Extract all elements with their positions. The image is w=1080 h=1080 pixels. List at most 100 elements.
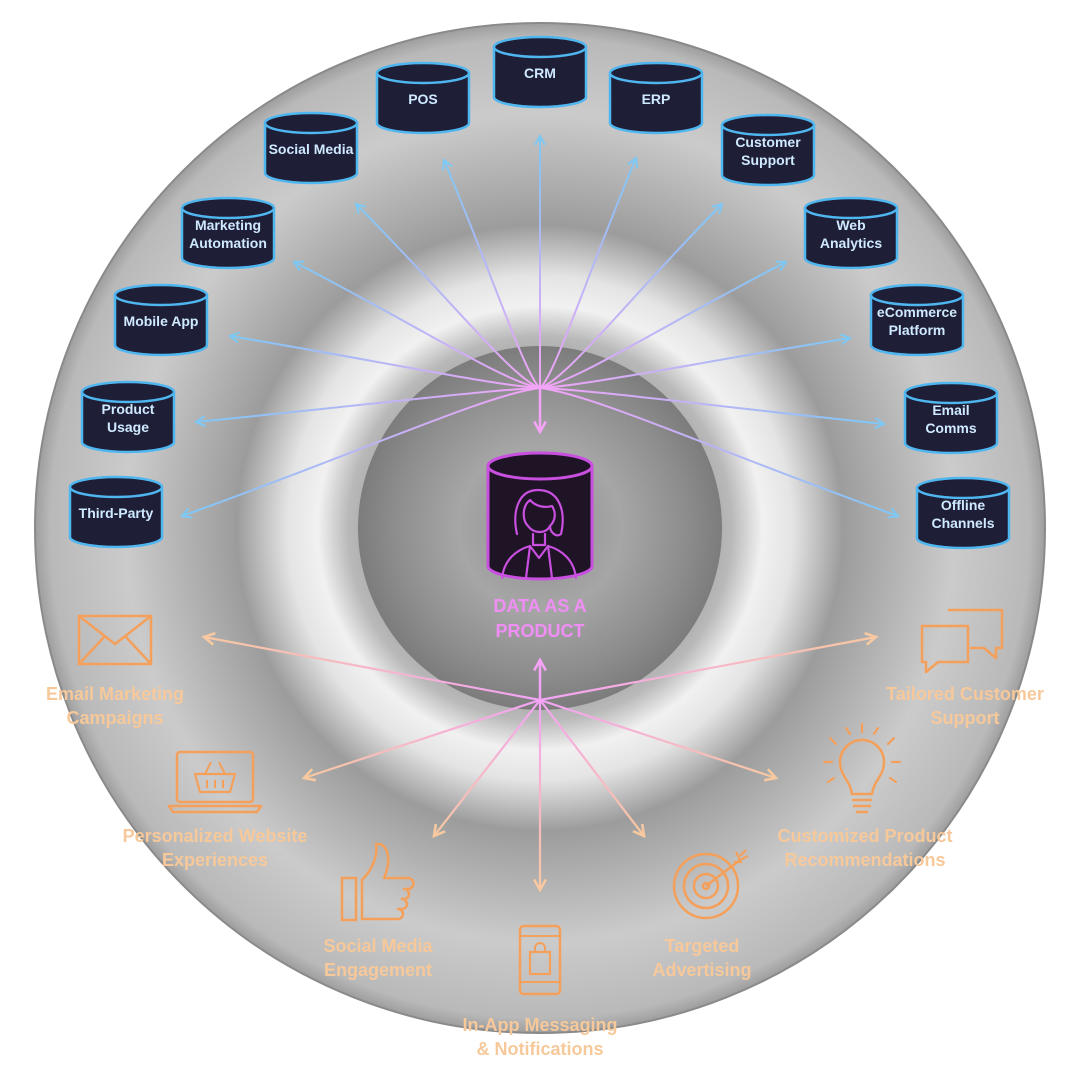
output-label: Advertising (652, 960, 751, 980)
arrow-to-customer-support (539, 204, 722, 389)
source-label: Email (932, 402, 969, 418)
cylinder-top (375, 61, 471, 85)
phone-bag-icon (518, 924, 562, 996)
cylinder-body (720, 125, 816, 187)
source-label: Automation (189, 235, 267, 251)
source-label: eCommerce (877, 304, 957, 320)
source-label: Web (836, 217, 865, 233)
arrow-to-product-recs (539, 698, 776, 778)
cylinder-body (608, 73, 704, 135)
source-label: Mobile App (124, 313, 199, 329)
cylinder-top (492, 35, 588, 59)
output-label: Experiences (162, 850, 268, 870)
cylinder-body (375, 73, 471, 135)
arrow-to-offline-channels (539, 387, 898, 516)
cylinder-top (68, 475, 164, 499)
output-label: Support (931, 708, 1000, 728)
output-label: & Notifications (476, 1039, 603, 1059)
cylinder-top (180, 196, 276, 220)
source-label: ERP (642, 91, 671, 107)
arrow-to-web-analytics (539, 262, 786, 389)
output-label: In-App Messaging (462, 1015, 617, 1035)
cylinder-top (80, 380, 176, 404)
arrow-to-social-engagement (434, 699, 541, 836)
source-mobile-app[interactable]: Mobile App (113, 283, 209, 357)
source-label: Social Media (269, 141, 354, 157)
source-label: Platform (889, 322, 946, 338)
cylinder-body (803, 208, 899, 270)
arrow-to-mobile-app (230, 336, 541, 389)
cylinder-top (608, 61, 704, 85)
output-label: Targeted (665, 936, 740, 956)
cylinder-top (803, 196, 899, 220)
arrow-to-third-party (182, 387, 541, 516)
arrow-to-email-comms (539, 387, 884, 424)
arrow-to-personalized-web (304, 698, 541, 778)
outbound-arrows (204, 637, 876, 890)
cylinder-body (263, 123, 359, 185)
source-third-party[interactable]: Third-Party (68, 475, 164, 549)
output-label: Tailored Customer (886, 684, 1044, 704)
cylinder-body (180, 208, 276, 270)
cylinder-top (869, 283, 965, 307)
arrow-to-tailored-support (539, 637, 876, 702)
person-icon (500, 488, 578, 580)
source-crm[interactable]: CRM (492, 35, 588, 109)
output-label: Recommendations (784, 850, 945, 870)
source-label: Support (741, 152, 795, 168)
lightbulb-icon (822, 722, 902, 814)
cylinder-body (915, 488, 1011, 550)
inbound-arrows (182, 136, 898, 516)
source-pos[interactable]: POS (375, 61, 471, 135)
source-social-media[interactable]: Social Media (263, 111, 359, 185)
cylinder-body (869, 295, 965, 357)
thumbs-up-icon (340, 842, 415, 922)
arrow-to-pos (444, 160, 541, 389)
source-label: Comms (925, 420, 977, 436)
center-label-line1: DATA AS A (493, 596, 586, 616)
output-label: Customized Product (777, 826, 952, 846)
output-label: Email Marketing (46, 684, 184, 704)
source-label: CRM (524, 65, 556, 81)
source-label: Marketing (195, 217, 261, 233)
arrow-to-email-marketing (204, 637, 541, 702)
output-label: Engagement (324, 960, 432, 980)
cylinder-top (915, 476, 1011, 500)
arrow-to-targeted-ads (539, 699, 644, 836)
cylinder-body (68, 487, 164, 549)
central-data-product[interactable] (486, 451, 594, 581)
source-label: Product (102, 401, 155, 417)
source-label: Analytics (820, 235, 882, 251)
envelope-icon (77, 614, 153, 666)
cylinder-body (113, 295, 209, 357)
cylinder-top (903, 381, 999, 405)
center-label-line2: PRODUCT (496, 621, 585, 641)
arrow-to-marketing-automation (294, 262, 541, 389)
cylinder-top (263, 111, 359, 135)
target-icon (672, 849, 749, 920)
cylinder-body (903, 393, 999, 455)
cylinder-body (492, 47, 588, 109)
source-erp[interactable]: ERP (608, 61, 704, 135)
data-sources: CRM POS ERP Social Media CustomerSupportMark… (68, 35, 1011, 550)
output-in-app-messaging[interactable]: In-App Messaging & Notifications (462, 924, 618, 1059)
output-label: Social Media (323, 936, 433, 956)
source-label: Offline (941, 497, 986, 513)
source-label: Channels (931, 515, 994, 531)
